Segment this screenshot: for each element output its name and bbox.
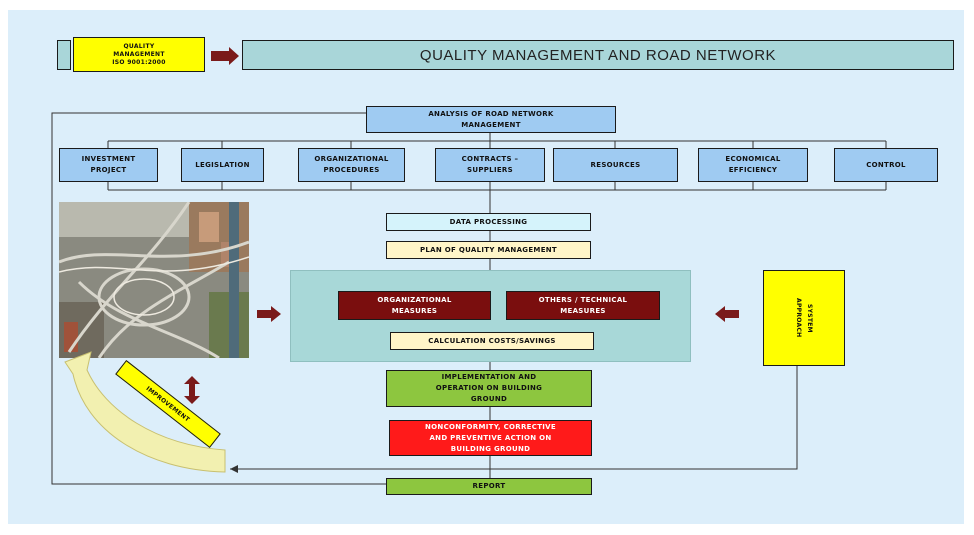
feedback-loop-line xyxy=(51,112,386,485)
technical-measures-box: OTHERS / TECHNICAL MEASURES xyxy=(506,291,660,320)
organizational-measures-box: ORGANIZATIONAL MEASURES xyxy=(338,291,491,320)
arrow-right-icon xyxy=(211,47,239,65)
arrow-right-icon xyxy=(257,306,281,322)
category-organizational-procedures: ORGANIZATIONAL PROCEDURES xyxy=(298,148,405,182)
category-investment-project: INVESTMENT PROJECT xyxy=(59,148,158,182)
double-arrow-icon xyxy=(184,376,200,404)
category-contracts-suppliers: CONTRACTS – SUPPLIERS xyxy=(435,148,545,182)
calculation-box: CALCULATION COSTS/SAVINGS xyxy=(390,332,594,350)
nonconformity-box: NONCONFORMITY, CORRECTIVE AND PREVENTIVE… xyxy=(389,420,592,456)
page-title: QUALITY MANAGEMENT AND ROAD NETWORK xyxy=(242,40,954,70)
system-approach-box: SYSTEM APPROACH xyxy=(763,270,845,366)
category-legislation: LEGISLATION xyxy=(181,148,264,182)
category-economical-efficiency: ECONOMICAL EFFICIENCY xyxy=(698,148,808,182)
analysis-box: ANALYSIS OF ROAD NETWORK MANAGEMENT xyxy=(366,106,616,133)
curved-arrow-icon xyxy=(64,351,226,473)
data-processing-box: DATA PROCESSING xyxy=(386,213,591,231)
arrow-left-icon xyxy=(715,306,739,322)
aerial-interchange-photo xyxy=(59,202,249,358)
iso-label: QUALITY MANAGEMENT ISO 9001:2000 xyxy=(73,37,205,72)
category-resources: RESOURCES xyxy=(553,148,678,182)
header-left-cap xyxy=(57,40,71,70)
quality-plan-box: PLAN OF QUALITY MANAGEMENT xyxy=(386,241,591,259)
report-box: REPORT xyxy=(386,478,592,495)
category-control: CONTROL xyxy=(834,148,938,182)
implementation-box: IMPLEMENTATION AND OPERATION ON BUILDING… xyxy=(386,370,592,407)
